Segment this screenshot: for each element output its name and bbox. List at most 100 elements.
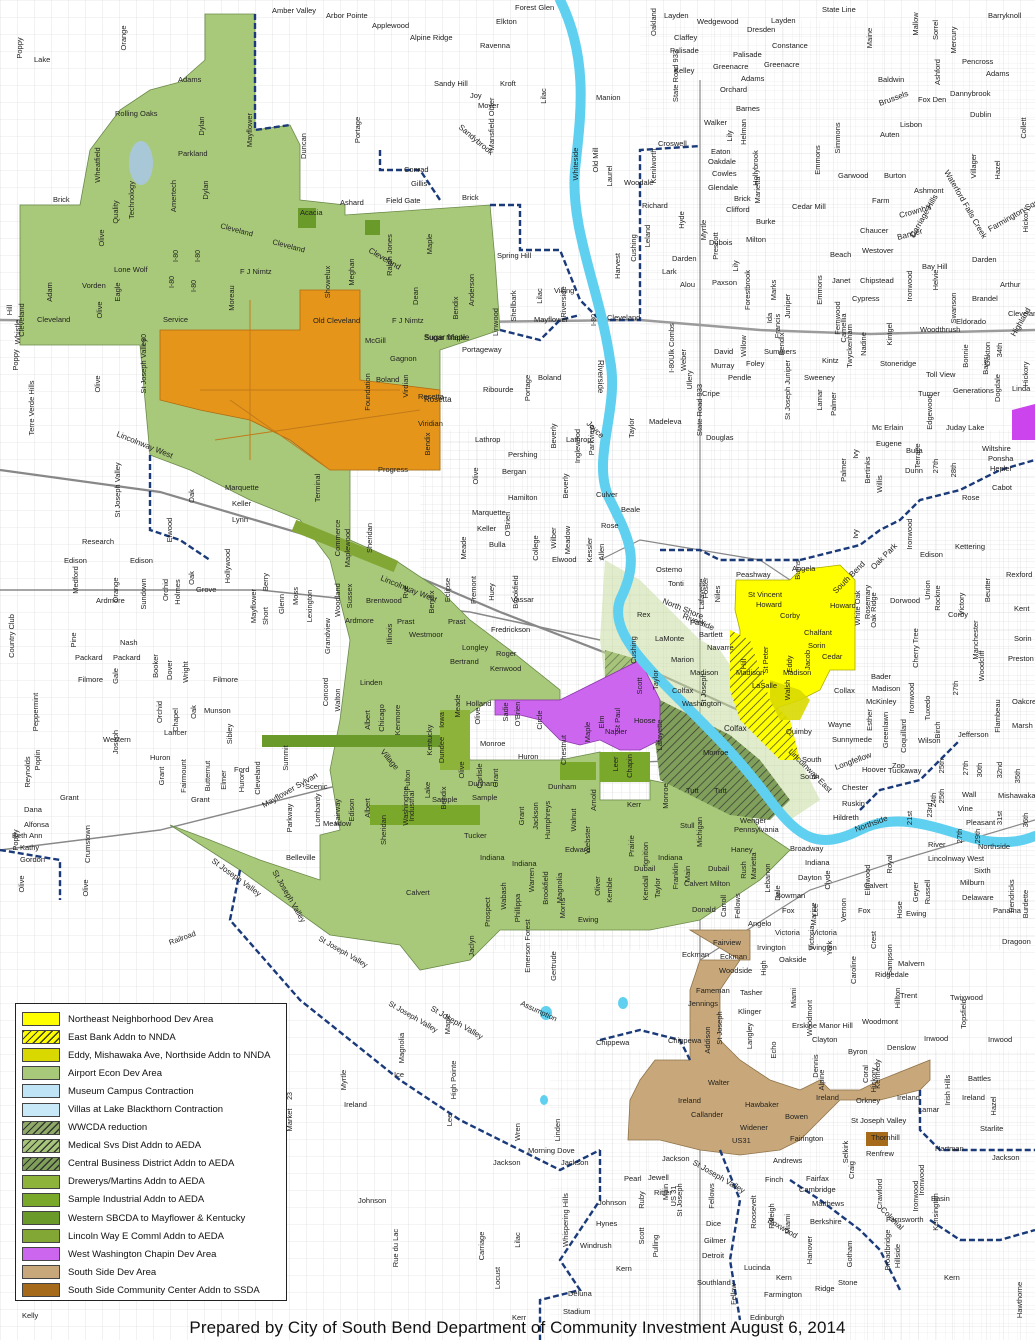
street-label-vertical: Morris <box>558 897 567 918</box>
street-label: Oakside <box>779 955 807 964</box>
legend-swatch <box>22 1120 60 1135</box>
street-label-vertical: Hillton <box>893 988 902 1009</box>
street-label-vertical: Locust <box>493 1266 502 1289</box>
road-label: Colfax <box>724 724 747 733</box>
street-label: Auten <box>880 130 900 139</box>
small-green-2 <box>298 208 316 228</box>
street-label: Barryknoll <box>988 11 1022 20</box>
street-label-vertical: Joseph <box>111 730 120 754</box>
street-label-vertical: Maple <box>583 722 592 742</box>
street-label: Elwood <box>552 555 577 564</box>
street-label: Lark <box>662 267 677 276</box>
street-label: Dresden <box>747 25 775 34</box>
legend-item: Sample Industrial Addn to AEDA <box>22 1191 280 1209</box>
street-label-vertical: Washington <box>401 786 410 825</box>
legend-label: East Bank Addn to NNDA <box>68 1031 176 1043</box>
street-label-vertical: St Joseph <box>715 1011 724 1044</box>
street-label: Ardmore <box>345 616 374 625</box>
western-sbcda-strip <box>262 735 462 747</box>
street-label: Bulla <box>906 446 924 455</box>
street-label-vertical: Russell <box>923 879 932 904</box>
street-label-vertical: Sheridan <box>365 523 374 553</box>
street-label-vertical: Taylor <box>651 669 660 690</box>
street-label: Marsh <box>1012 721 1033 730</box>
street-label: Ireland <box>962 1093 985 1102</box>
street-label: Grant <box>191 795 211 804</box>
street-label: Tuckaway <box>888 766 922 775</box>
legend-label: WWCDA reduction <box>68 1122 148 1134</box>
street-label-vertical: Fairmount <box>179 758 188 793</box>
street-label: Adams <box>178 75 202 84</box>
street-label: Meadow <box>323 819 352 828</box>
street-label-vertical: Ralph Jones <box>385 234 394 276</box>
street-label: Darden <box>972 255 997 264</box>
highway-label: I-80 <box>591 314 598 326</box>
road-label: Riverside <box>596 360 605 394</box>
street-label-vertical: Booker <box>151 654 160 678</box>
street-label-vertical: Dylan <box>201 180 210 199</box>
street-label-vertical: Kendall <box>641 875 650 900</box>
street-label: Spring Hill <box>497 251 532 260</box>
street-label: Turner <box>918 389 940 398</box>
street-label-vertical: Kenmore <box>393 705 402 735</box>
lincoln-way-comml-strip <box>291 519 399 573</box>
street-label-vertical: Lombardy <box>313 793 322 827</box>
street-label-vertical: State Road 933 <box>671 50 680 102</box>
street-label: Lake <box>34 55 50 64</box>
street-label: Wilson <box>918 736 941 745</box>
street-label: Alou <box>680 280 695 289</box>
street-label: Cedar <box>822 652 843 661</box>
street-label: Johnson <box>598 1198 626 1207</box>
street-label-vertical: Lilac <box>539 88 548 104</box>
street-label-vertical: Hazel <box>989 1096 998 1116</box>
street-label: Tasher <box>740 988 763 997</box>
street-label-vertical: Ironwood <box>905 271 914 302</box>
street-label-vertical: Esther <box>865 709 874 731</box>
street-label: Napier <box>605 727 628 736</box>
street-label: Indiana <box>805 858 830 867</box>
street-label-vertical: Cleveland <box>17 303 26 336</box>
street-label: Cypress <box>852 294 880 303</box>
street-label-vertical: Ivy <box>851 449 860 459</box>
street-label: Bartlett <box>699 630 724 639</box>
street-label: Clifford <box>726 205 750 214</box>
street-label-vertical: Hendricks <box>1007 879 1016 913</box>
street-label-vertical: Olive <box>473 707 482 724</box>
street-label: LaMonte <box>655 634 684 643</box>
road-label: Sugar Maple <box>424 333 470 342</box>
street-label-vertical: Oakland <box>649 8 658 36</box>
street-label-vertical: Crumstown <box>83 825 92 863</box>
street-label-vertical: Collett <box>1019 116 1028 138</box>
street-label-vertical: Sadie <box>501 702 510 721</box>
street-label-vertical: Olive <box>95 301 104 318</box>
street-label: Calvert <box>406 888 431 897</box>
street-label-vertical: Kentucky <box>425 724 434 755</box>
street-label-vertical: Virdian <box>401 374 410 397</box>
legend-label: Sample Industrial Addn to AEDA <box>68 1194 205 1206</box>
street-label: St Vincent <box>748 590 783 599</box>
street-label-vertical: Clyde <box>823 870 832 889</box>
street-label-vertical: St Joseph Juniper <box>783 359 792 420</box>
street-label: Packard <box>75 653 103 662</box>
street-label: South <box>800 772 820 781</box>
eddy-mishawaka-addn <box>770 680 810 720</box>
street-label-vertical: Francis <box>773 313 782 338</box>
street-label: Parkland <box>178 149 208 158</box>
street-label-vertical: Whispering Hills <box>561 1193 570 1247</box>
street-label: Haney <box>731 845 753 854</box>
street-label: Prast <box>397 617 415 626</box>
street-label: Pendle <box>728 373 751 382</box>
street-label: Mayflower <box>534 315 569 324</box>
street-label: Corby <box>780 611 800 620</box>
street-label-vertical: Sussex <box>345 583 354 608</box>
legend-item: East Bank Addn to NNDA <box>22 1028 280 1046</box>
street-label-vertical: O'Brien <box>503 512 512 537</box>
street-label-vertical: Ironwood <box>907 683 916 714</box>
street-label-vertical: Forestbrook <box>743 270 752 310</box>
street-label-vertical: Fremont <box>469 575 478 604</box>
street-label: Stadium <box>563 1307 591 1316</box>
street-label: Foley <box>746 359 765 368</box>
legend-item: Museum Campus Contraction <box>22 1082 280 1100</box>
street-label-vertical: Maine <box>865 28 874 48</box>
street-label-vertical: Twyckenham <box>845 324 854 368</box>
